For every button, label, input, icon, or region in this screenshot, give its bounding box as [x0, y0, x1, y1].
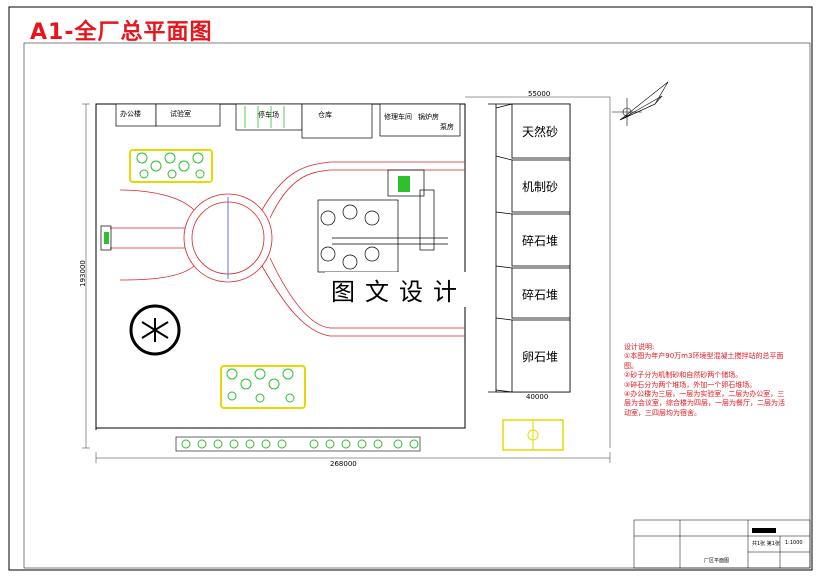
tree-icons — [136, 152, 419, 449]
repair-workshop — [379, 103, 461, 137]
notes-heading: 设计说明: — [624, 343, 655, 351]
lab-building — [155, 103, 221, 127]
title-block-mark — [752, 528, 776, 533]
title-block — [633, 519, 811, 569]
dim-stockyard-width: 55000 — [528, 90, 551, 98]
control-room — [398, 176, 410, 192]
title-block-drawing-name: 厂区平面图 — [704, 558, 730, 564]
roads — [110, 161, 465, 337]
gate — [100, 225, 112, 251]
warehouse-label: 仓库 — [318, 111, 332, 119]
dim-site-width: 268000 — [330, 460, 357, 468]
silo-gravel-1: 碎石堆 — [522, 234, 559, 248]
lawn-area-1 — [129, 149, 213, 183]
boiler-label: 锅炉房 — [418, 113, 439, 121]
dim-site-height: 193000 — [78, 260, 87, 287]
note-item: ①本图为年产90万m3环境型混凝土搅拌站的总平面图。 — [624, 352, 784, 370]
title-block-scale: 1:1000 — [785, 540, 803, 546]
note-item: ③碎石分为两个堆场，外加一个卵石堆场。 — [624, 380, 757, 389]
lawn-area-2 — [220, 365, 306, 409]
site-boundary — [95, 103, 466, 430]
silo-machine-sand: 机制砂 — [522, 180, 559, 194]
silo-natural-sand: 天然砂 — [522, 125, 559, 139]
guard-house — [104, 232, 109, 244]
note-item: ④办公楼为三层，一层为实验室，二层为办公室，三层为会议室，综合楼为四层，一层为餐… — [624, 390, 785, 417]
silo-pebble: 卵石堆 — [522, 350, 559, 364]
north-arrow-icon — [612, 81, 669, 126]
parking-shed — [235, 103, 303, 131]
mixing-plant — [317, 169, 448, 273]
note-item: ②砂子分为机制砂和自然砂两个储场。 — [624, 371, 743, 380]
parking-lines — [244, 106, 285, 128]
round-planter-icon — [129, 304, 181, 356]
title-block-sheet: 共1张 第1张 — [752, 541, 780, 547]
pump-label: 泵房 — [440, 123, 454, 131]
tree-belt — [175, 436, 421, 452]
watermark: 图文设计 — [325, 272, 473, 307]
repair-label: 修理车间 — [384, 113, 412, 121]
outer-frame — [8, 6, 813, 571]
stockyard — [488, 103, 571, 393]
dim-stockyard-bottom: 40000 — [526, 393, 549, 401]
lab-label: 试验室 — [170, 110, 191, 118]
parking-label: 停车场 — [258, 111, 279, 119]
office-label: 办公楼 — [120, 110, 141, 118]
design-notes: 设计说明: ①本图为年产90万m3环境型混凝土搅拌站的总平面图。 ②砂子分为机制… — [624, 343, 786, 418]
drawing-title: A1-全厂总平面图 — [30, 20, 213, 45]
silo-gravel-2: 碎石堆 — [522, 288, 559, 302]
warehouse-building — [301, 103, 373, 139]
inner-frame — [23, 42, 811, 569]
